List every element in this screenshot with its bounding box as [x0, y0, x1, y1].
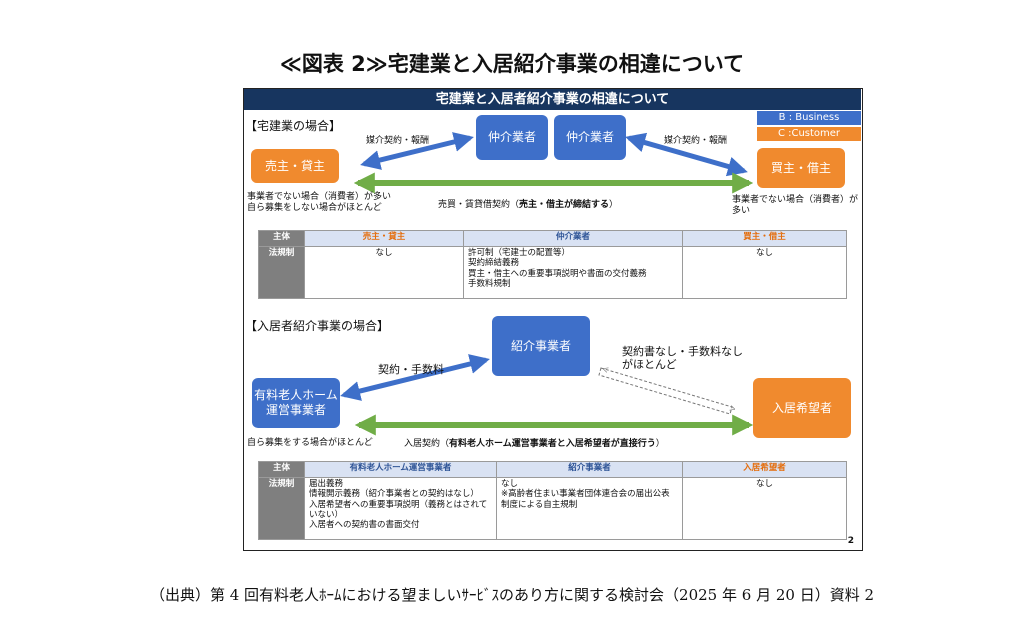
table1-header-seller: 売主・貸主 [304, 230, 464, 247]
arrow-operator-agency [340, 354, 490, 401]
buyer-box: 買主・借主 [757, 148, 845, 188]
arrow-seller-broker [360, 132, 474, 170]
label-no-contract: 契約書なし・手数料なし がほとんど [622, 345, 743, 372]
broker-box-1: 仲介業者 [476, 115, 548, 160]
table2-header-operator: 有料老人ホーム運営事業者 [304, 461, 497, 478]
table-realestate: 主体 売主・貸主 仲介業者 買主・借主 法規制 なし 許可制（宅建士の配置等） … [258, 230, 847, 299]
legend-customer: C :Customer [757, 127, 861, 141]
operator-box: 有料老人ホーム 運営事業者 [252, 378, 340, 428]
slide: 宅建業と入居者紹介事業の相違について B : Business C :Custo… [243, 88, 863, 551]
agency-box: 紹介事業者 [492, 316, 590, 376]
table2-key-row: 法規制 [258, 477, 305, 540]
arrow-agency-applicant [598, 367, 733, 415]
section2-heading: 【入居者紹介事業の場合】 [245, 319, 390, 333]
table2-cell-operator: 届出義務 情報開示義務（紹介事業者との契約はなし） 入居希望者への重要事項説明（… [304, 477, 497, 540]
table2-key-header: 主体 [258, 461, 305, 478]
legend-business: B : Business [757, 111, 861, 125]
table2-header-applicant: 入居希望者 [682, 461, 847, 478]
note-seller: 事業者でない場合（消費者）が多い 自ら募集をしない場合がほとんど [247, 192, 392, 214]
table-referral: 主体 有料老人ホーム運営事業者 紹介事業者 入居希望者 法規制 届出義務 情報開… [258, 461, 847, 540]
table1-header-broker: 仲介業者 [463, 230, 683, 247]
label-mediation-right: 媒介契約・報酬 [664, 136, 728, 146]
arrows-layer [340, 132, 754, 436]
table2-cell-applicant: なし [682, 477, 847, 540]
label-mediation-left: 媒介契約・報酬 [366, 136, 430, 146]
table1-cell-seller: なし [304, 246, 464, 299]
section1-heading: 【宅建業の場合】 [245, 119, 342, 133]
seller-box: 売主・貸主 [251, 149, 339, 183]
note-operator: 自ら募集をする場合がほとんど [247, 438, 373, 448]
table1-key-header: 主体 [258, 230, 305, 247]
page-number: 2 [847, 536, 854, 546]
broker-box-2: 仲介業者 [554, 115, 626, 160]
applicant-box: 入居希望者 [753, 378, 851, 438]
sale-contract-label: 売買・賃貸借契約（売主・借主が締結する） [438, 200, 619, 210]
residence-contract-label: 入居契約（有料老人ホーム運営事業者と入居希望者が直接行う） [404, 439, 665, 449]
table2-cell-agency: なし ※高齢者住まい事業者団体連合会の届出公表制度による自主規制 [496, 477, 683, 540]
table1-header-buyer: 買主・借主 [682, 230, 847, 247]
arrow-broker-buyer [625, 132, 748, 177]
table1-cell-buyer: なし [682, 246, 847, 299]
table1-key-row: 法規制 [258, 246, 305, 299]
label-contract-fee: 契約・手数料 [378, 363, 444, 376]
source-caption: （出典）第 4 回有料老人ﾎｰﾑにおける望ましいｻｰﾋﾞｽのあり方に関する検討会… [149, 586, 875, 604]
slide-title: 宅建業と入居者紹介事業の相違について [244, 89, 861, 110]
figure-title: ≪図表 2≫宅建業と入居紹介事業の相違について [279, 52, 745, 76]
table1-cell-broker: 許可制（宅建士の配置等） 契約締結義務 買主・借主への重要事項説明や書面の交付義… [463, 246, 683, 299]
note-buyer: 事業者でない場合（消費者）が 多い [732, 195, 859, 217]
table2-header-agency: 紹介事業者 [496, 461, 683, 478]
